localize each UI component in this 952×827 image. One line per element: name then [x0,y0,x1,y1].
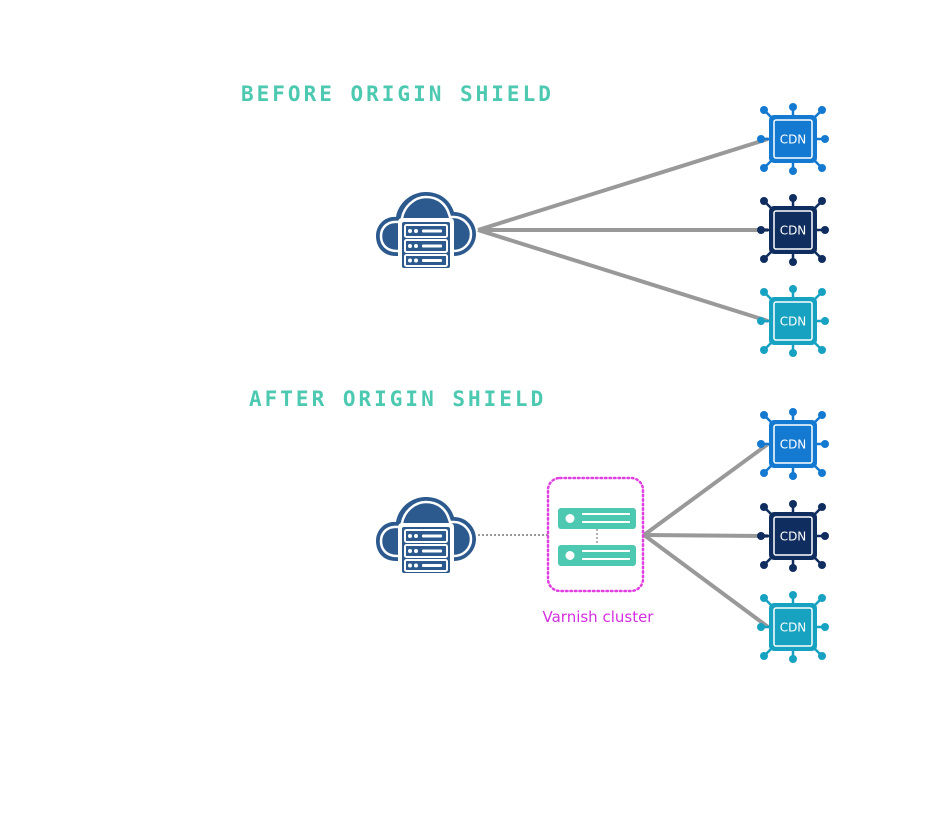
cdn-pin-dot [789,103,797,111]
cdn-pin-dot [760,255,768,263]
cdn-pin-dot [757,440,765,448]
cdn-pin-dot [760,469,768,477]
cdn-chip-inner [773,119,813,159]
cloud-server-icon [374,190,478,274]
cdn-pin-dot [821,440,829,448]
cdn-pin-dot [760,594,768,602]
cdn-pin-dot [757,623,765,631]
cdn-pin-dot [757,226,765,234]
cdn-pin-dot [789,591,797,599]
cdn-pin-dot [789,500,797,508]
cdn-pin-dot [757,135,765,143]
cdn-node-before-2: CDN [757,194,829,266]
connector-line [477,228,769,323]
cdn-pin-dot [760,106,768,114]
cdn-pin-dot [789,167,797,175]
cdn-pin-dot [789,194,797,202]
cdn-chip-inner [773,516,813,556]
cdn-label: CDN [780,133,807,147]
cdn-pin-dot [760,197,768,205]
after-origin-server [374,495,478,579]
cdn-pin-dot [821,532,829,540]
cdn-pin-dot [818,164,826,172]
cdn-pin-dot [818,561,826,569]
varnish-server-icon [558,508,636,529]
before-connectors [477,137,769,323]
cdn-chip-icon [769,297,817,345]
cdn-pin-dot [789,472,797,480]
cdn-label: CDN [780,530,807,544]
after-heading: AFTER ORIGIN SHIELD [249,387,546,411]
after-connectors [478,442,770,629]
after-cdn-group: CDN CDN CDN [757,408,829,663]
cdn-connector-line [642,533,770,629]
cdn-label: CDN [780,621,807,635]
cdn-pin-dot [818,346,826,354]
cdn-pin-dot [789,258,797,266]
cdn-node-after-2: CDN [757,500,829,572]
cdn-pin-dot [821,135,829,143]
cdn-pin-dot [818,469,826,477]
cloud-server-icon [374,495,478,579]
cdn-pin-dot [789,349,797,357]
cdn-pin-dot [760,561,768,569]
cdn-pin-dot [818,652,826,660]
cdn-chip-icon [769,512,817,560]
cdn-chip-icon [769,603,817,651]
cdn-label: CDN [780,224,807,238]
cdn-node-before-1: CDN [757,103,829,175]
cdn-pin-dot [760,164,768,172]
cdn-node-after-3: CDN [757,591,829,663]
cdn-node-before-3: CDN [757,285,829,357]
cdn-chip-inner [773,210,813,250]
cdn-chip-icon [769,420,817,468]
cdn-pin-dot [757,317,765,325]
cluster-boundary [546,476,645,593]
cdn-pin-dot [760,288,768,296]
cdn-label: CDN [780,315,807,329]
cdn-pin-dot [789,655,797,663]
cdn-pin-dot [760,346,768,354]
cdn-pin-dot [789,408,797,416]
cdn-label: CDN [780,438,807,452]
before-origin-server [374,190,478,274]
cdn-pin-dot [760,503,768,511]
varnish-cluster-label: Varnish cluster [543,608,655,626]
cdn-connector-line [643,533,769,538]
cdn-chip-inner [773,301,813,341]
cdn-pin-dot [760,652,768,660]
cdn-pin-dot [818,106,826,114]
varnish-cluster: Varnish cluster [543,476,655,626]
cdn-pin-dot [821,317,829,325]
cdn-pin-dot [818,594,826,602]
cdn-connector-line [642,442,770,537]
cdn-chip-inner [773,607,813,647]
cdn-chip-icon [769,115,817,163]
cdn-chip-inner [773,424,813,464]
cdn-pin-dot [818,255,826,263]
cdn-pin-dot [818,197,826,205]
connector-line [477,137,769,232]
cdn-chip-icon [769,206,817,254]
cdn-pin-dot [757,532,765,540]
cdn-pin-dot [789,285,797,293]
varnish-server-icon [558,545,636,566]
cdn-pin-dot [789,564,797,572]
cdn-pin-dot [818,503,826,511]
cdn-pin-dot [821,623,829,631]
cdn-pin-dot [818,411,826,419]
cdn-pin-dot [760,411,768,419]
cdn-pin-dot [818,288,826,296]
cdn-pin-dot [821,226,829,234]
cdn-node-after-1: CDN [757,408,829,480]
before-cdn-group: CDN CDN CDN [757,103,829,357]
before-heading: BEFORE ORIGIN SHIELD [241,82,554,106]
